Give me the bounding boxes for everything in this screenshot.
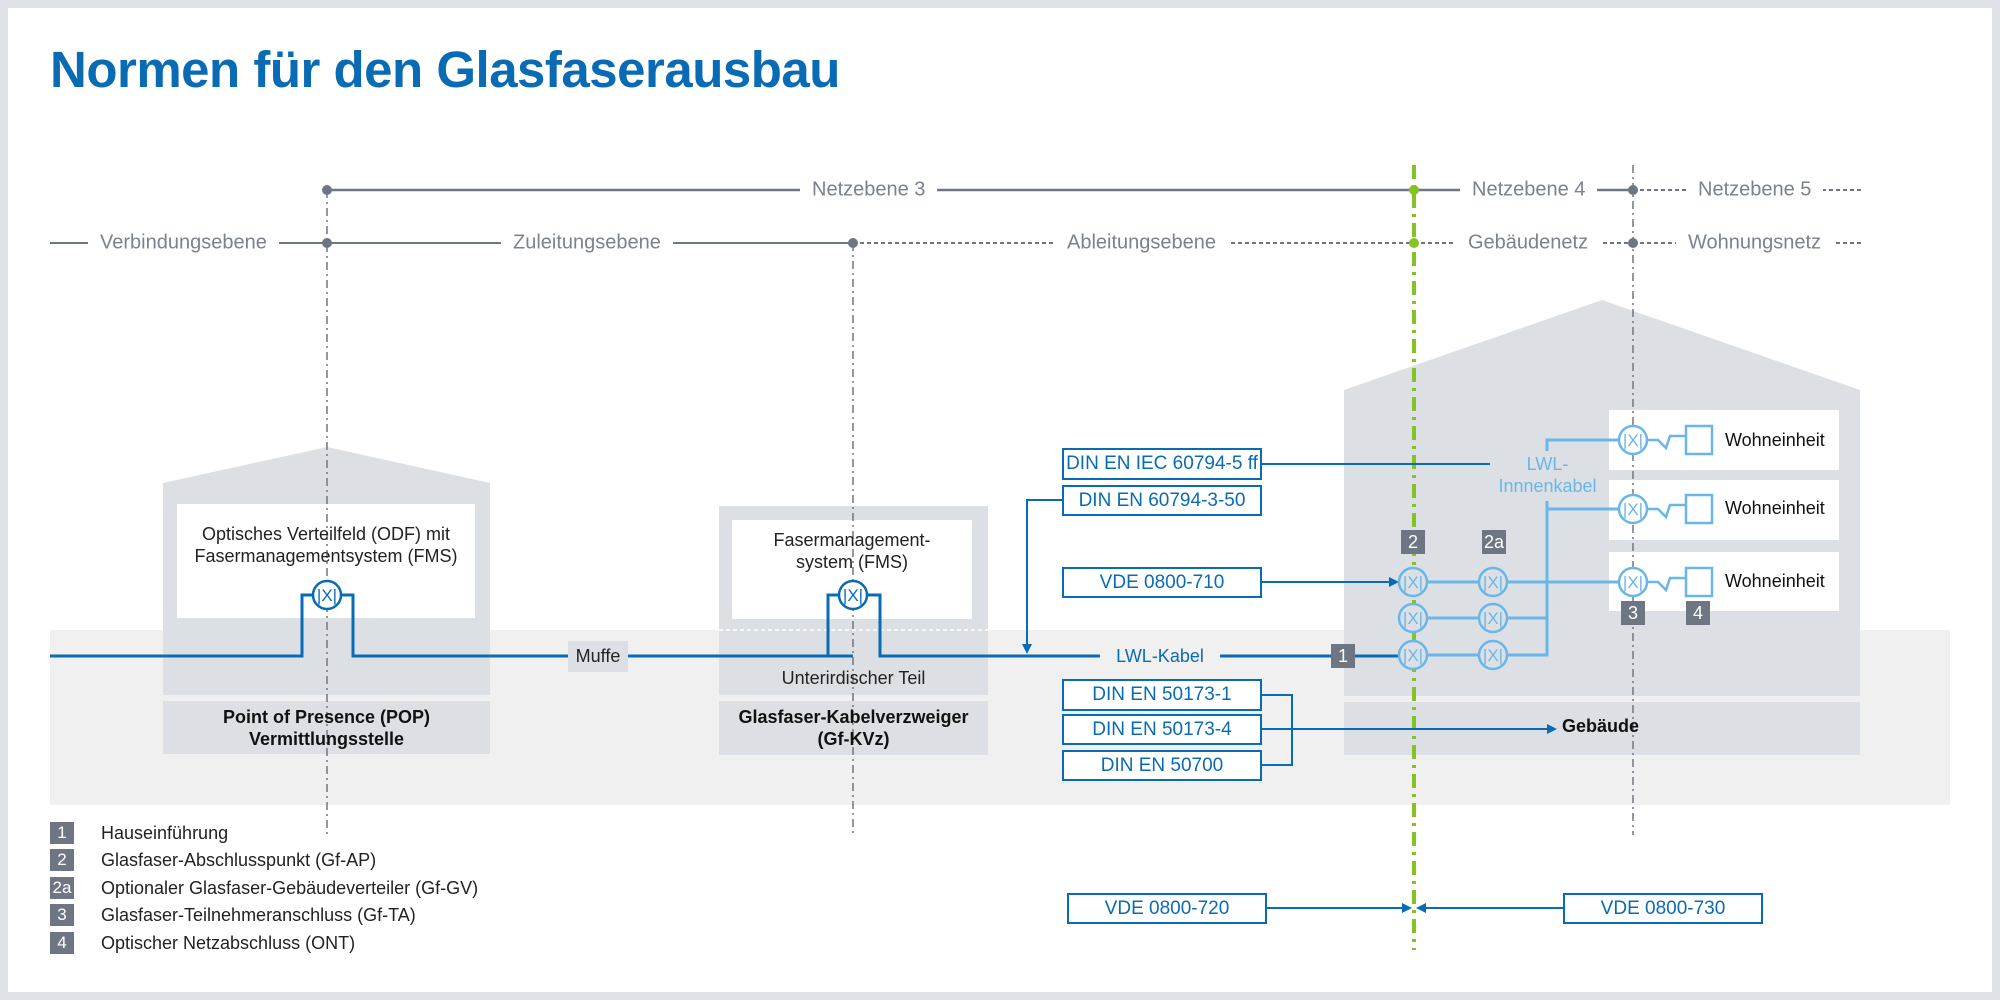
badge-1: 1 <box>1331 644 1355 668</box>
level-label-wohnungsnetz: Wohnungsnetz <box>1676 231 1834 255</box>
ont-box <box>1684 424 1714 456</box>
kvz-caption-box <box>719 701 988 755</box>
unit-label: Wohneinheit <box>1725 430 1825 450</box>
legend-badge: 1 <box>50 822 74 844</box>
node-dot <box>848 238 858 248</box>
node-dot <box>1628 238 1638 248</box>
gf-ap-connector-icon: |X| <box>1397 566 1429 598</box>
gf-ap-connector-icon: |X| <box>1397 639 1429 671</box>
legend-item: 2 Glasfaser-Abschlusspunkt (Gf-AP) <box>50 849 376 871</box>
standard-en-50700: DIN EN 50700 <box>1062 750 1262 781</box>
svg-text:|X|: |X| <box>1403 609 1423 628</box>
legend-badge: 4 <box>50 932 74 954</box>
unit-label: Wohneinheit <box>1725 498 1825 518</box>
badge-2a: 2a <box>1482 530 1506 554</box>
node-dot <box>1409 238 1419 248</box>
fiber-cable-kvz-out <box>866 593 1100 658</box>
level-label-gebaeudenetz: Gebäudenetz <box>1456 231 1601 255</box>
svg-text:|X|: |X| <box>1403 646 1423 665</box>
legend-item: 3 Glasfaser-Teilnehmeranschluss (Gf-TA) <box>50 904 416 926</box>
legend-text: Optischer Netzabschluss (ONT) <box>101 932 356 953</box>
kvz-fms-connector-icon: |X| <box>837 579 869 611</box>
legend-item: 1 Hauseinführung <box>50 822 228 844</box>
svg-text:|X|: |X| <box>1483 646 1503 665</box>
node-dot <box>322 185 332 195</box>
gf-gv-connector-icon: |X| <box>1477 566 1509 598</box>
fiber-cable-kvz <box>826 593 853 658</box>
legend-badge: 2 <box>50 849 74 871</box>
building-caption: Gebäude <box>1562 716 1640 736</box>
standard-vde-0800-710: VDE 0800-710 <box>1062 567 1262 598</box>
pop-caption-box <box>163 701 490 754</box>
level-label-netzebene-5: Netzebene 5 <box>1686 178 1824 202</box>
kvz-caption: Glasfaser-Kabelverzweiger (Gf-KVz) <box>738 707 969 749</box>
svg-text:|X|: |X| <box>1623 500 1643 519</box>
kvz-underground-label: Unterirdischer Teil <box>781 667 926 688</box>
unit-label: Wohneinheit <box>1725 571 1825 591</box>
legend-badge: 2a <box>50 877 74 899</box>
badge-4: 4 <box>1686 601 1710 625</box>
level-label-verbindungsebene: Verbindungsebene <box>88 231 279 255</box>
ont-box <box>1684 566 1714 598</box>
level-label-zuleitungsebene: Zuleitungsebene <box>501 231 673 255</box>
level-label-netzebene-4: Netzebene 4 <box>1460 178 1598 202</box>
fiber-cable-pop <box>50 593 315 658</box>
standard-en-50173-1: DIN EN 50173-1 <box>1062 679 1262 711</box>
legend-text: Hauseinführung <box>101 822 229 843</box>
node-dot <box>1409 185 1419 195</box>
level-label-ableitungsebene: Ableitungsebene <box>1055 231 1229 255</box>
standard-vde-0800-720: VDE 0800-720 <box>1067 893 1267 924</box>
indoor-cable-label: LWL- Innnenkabel <box>1490 452 1605 498</box>
ont-box <box>1684 493 1714 525</box>
pop-odf-label: Optisches Verteilfeld (ODF) mit Faserman… <box>194 524 458 566</box>
node-dot <box>322 238 332 248</box>
lwl-cable-label: LWL-Kabel <box>1116 645 1204 666</box>
svg-text:|X|: |X| <box>1623 431 1643 450</box>
svg-text:|X|: |X| <box>1403 573 1423 592</box>
svg-text:|X|: |X| <box>1483 573 1503 592</box>
standard-iec-60794-5: DIN EN IEC 60794-5 ff <box>1062 448 1262 480</box>
ont-link <box>1645 434 1686 593</box>
svg-text:|X|: |X| <box>317 586 337 605</box>
legend-badge: 3 <box>50 904 74 926</box>
svg-text:|X|: |X| <box>843 586 863 605</box>
legend-text: Optionaler Glasfaser-Gebäudeverteiler (G… <box>101 877 479 898</box>
gf-ta-connector-icon: |X| <box>1617 566 1649 598</box>
kvz-fms-label: Fasermanagement- system (FMS) <box>773 530 931 572</box>
badge-3: 3 <box>1621 601 1645 625</box>
svg-text:|X|: |X| <box>1623 573 1643 592</box>
badge-2: 2 <box>1401 530 1425 554</box>
standard-vde-0800-730: VDE 0800-730 <box>1563 893 1763 924</box>
page-title: Normen für den Glasfaserausbau <box>50 41 840 98</box>
pop-odf-connector-icon: |X| <box>311 579 343 611</box>
svg-text:|X|: |X| <box>1483 609 1503 628</box>
standard-en-60794-3-50: DIN EN 60794-3-50 <box>1062 485 1262 516</box>
gf-gv-connector-icon: |X| <box>1477 602 1509 634</box>
level-label-netzebene-3: Netzebene 3 <box>800 178 938 202</box>
node-dot <box>1628 185 1638 195</box>
standard-en-50173-4: DIN EN 50173-4 <box>1062 714 1262 745</box>
gf-gv-connector-icon: |X| <box>1477 639 1509 671</box>
gf-ap-connector-icon: |X| <box>1397 602 1429 634</box>
legend-text: Glasfaser-Abschlusspunkt (Gf-AP) <box>101 849 377 870</box>
gf-ta-connector-icon: |X| <box>1617 424 1649 456</box>
legend-item: 4 Optischer Netzabschluss (ONT) <box>50 932 355 954</box>
legend-text: Glasfaser-Teilnehmeranschluss (Gf-TA) <box>101 904 416 925</box>
pop-caption: Point of Presence (POP) Vermittlungsstel… <box>222 706 431 749</box>
muffe-label: Muffe <box>568 641 628 672</box>
gf-ta-connector-icon: |X| <box>1617 493 1649 525</box>
legend-item: 2a Optionaler Glasfaser-Gebäudeverteiler… <box>50 877 478 899</box>
